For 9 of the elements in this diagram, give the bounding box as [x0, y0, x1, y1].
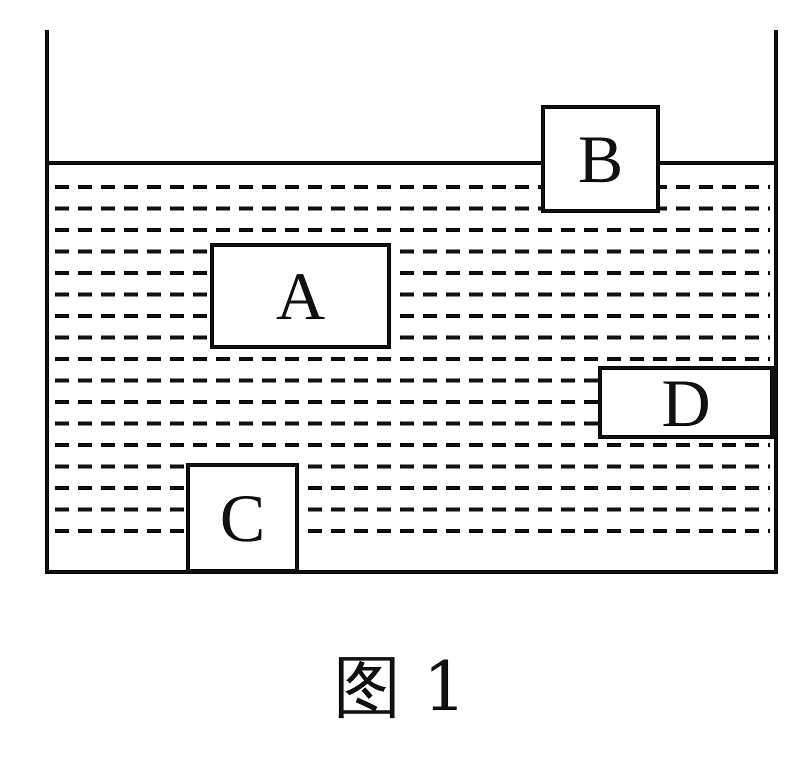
block	[210, 243, 391, 349]
block	[186, 463, 299, 573]
block-label: C	[220, 484, 266, 552]
block-label: B	[578, 125, 624, 193]
block-label: D	[661, 368, 711, 436]
figure-caption: 图 1	[334, 648, 466, 727]
block-label: A	[276, 262, 326, 330]
block	[541, 105, 660, 213]
block	[598, 366, 774, 439]
